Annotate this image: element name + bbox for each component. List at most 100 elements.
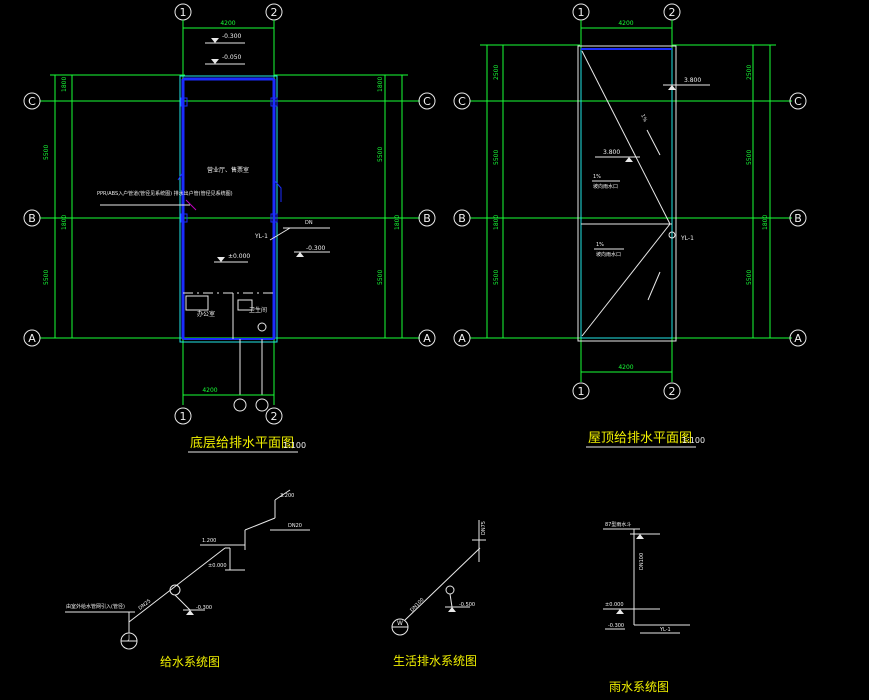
drain-bubble-label: W [397, 620, 403, 627]
dim-left-1: 1800 [61, 77, 68, 92]
axis-bubble-1-bottom [174, 407, 192, 425]
rain-tag: YL-1 [659, 627, 671, 633]
room-upper: 营业厅、售票室 [207, 166, 249, 174]
axis-bubble-A-left [23, 329, 41, 347]
axis-bubble-C-right [418, 92, 436, 110]
axis-label-B-left: B [28, 212, 36, 225]
supply-dn-2: DN20 [288, 523, 302, 529]
drain-elev-triangle [448, 607, 456, 612]
roof-ridge-1 [581, 50, 671, 225]
roof-outline [577, 45, 677, 342]
dim-left-4: 5500 [43, 270, 50, 285]
outlet-elev: -0.300 [306, 245, 326, 252]
ground-plan-title: 底层给排水平面图 [190, 435, 294, 451]
roof-dim-left-3: 1800 [493, 215, 500, 230]
rain-dn: DN100 [639, 553, 645, 570]
supply-elev-4: 3.200 [280, 493, 294, 499]
axis-bubble-B-left [23, 209, 41, 227]
supply-system-diagram: J 由室外给水管网引入(管径) DN25 -0.300 ±0.000 1.200… [65, 489, 310, 669]
supply-branch [174, 594, 191, 611]
elev-triangle-1 [211, 38, 219, 43]
rain-top-label: 87型雨水斗 [605, 521, 631, 528]
roof-dim-top: 4200 [618, 20, 633, 27]
floor-elev: ±0.000 [228, 253, 250, 260]
pipe-bubble-W [255, 398, 269, 412]
roof-plan-scale: 1:100 [682, 436, 705, 445]
rain-title: 雨水系统图 [609, 680, 669, 694]
roof-elev: 3.800 [684, 77, 701, 84]
column-B1 [180, 213, 188, 223]
roof-axis-bubble-1-bottom [572, 382, 590, 400]
roof-axis-bubble-B-left [453, 209, 471, 227]
ground-plan-scale: 1:100 [283, 441, 306, 450]
roof-dim-left-1: 2500 [493, 65, 500, 80]
drain-main-diag [404, 547, 481, 621]
roof-axis-label-B-left: B [458, 212, 466, 225]
drain-title: 生活排水系统图 [393, 654, 477, 668]
floor-elev-triangle [217, 257, 225, 262]
riser-tag: YL-1 [254, 233, 268, 240]
supply-elev-2: ±0.000 [208, 563, 227, 569]
axis-label-2-top: 2 [271, 6, 278, 19]
axis-label-B-right: B [423, 212, 431, 225]
roof-slope-1: 1% [593, 174, 601, 180]
roof-axis-label-1-bottom: 1 [578, 385, 585, 398]
roof-dim-right-2: 5500 [746, 150, 753, 165]
roof-axis-bubble-C-right [789, 92, 807, 110]
dim-bottom: 4200 [202, 387, 217, 394]
roof-plan-title: 屋顶给排水平面图 [588, 431, 692, 446]
roof-dim-left-2: 5500 [493, 150, 500, 165]
roof-dim-bottom: 4200 [618, 364, 633, 371]
roof-axis-bubble-C-left [453, 92, 471, 110]
pipe-tag: DN [305, 220, 313, 226]
door-left [177, 170, 184, 200]
drain-dn-1: DN100 [409, 597, 425, 613]
drain-vent-label: DN75 [481, 521, 487, 535]
roof-axis-bubble-B-right [789, 209, 807, 227]
supply-elev-triangle-1 [186, 610, 194, 615]
roof-mid-elev: 3.800 [603, 149, 620, 156]
supply-entry-label: 由室外给水管网引入(管径) [66, 603, 125, 610]
roof-axis-label-C-right: C [794, 95, 802, 108]
roof-dim-right-3: 1800 [762, 215, 769, 230]
roof-slope-2: 1% [596, 242, 604, 248]
supply-top-diag [274, 489, 291, 501]
fixture-sink [185, 295, 209, 311]
dim-right-2: 5500 [377, 147, 384, 162]
axis-label-1-bottom: 1 [180, 410, 187, 423]
note-left: PPR/ABS入户管道(管径见系统图) 排水出户管(管径见系统图) [97, 190, 233, 197]
roof-axis-label-1-top: 1 [578, 6, 585, 19]
roof-parapet [580, 48, 673, 339]
roof-dim-right-4: 5500 [746, 270, 753, 285]
outlet-elev-triangle [296, 252, 304, 257]
axis-label-C-right: C [423, 95, 431, 108]
roof-axis-label-2-bottom: 2 [669, 385, 676, 398]
roof-axis-label-B-right: B [794, 212, 802, 225]
roof-slope-3: 1% [639, 113, 648, 123]
rain-elev-2: -0.300 [608, 623, 624, 629]
pipe-bubble-J [233, 398, 247, 412]
ground-floor-plan: 1 2 4200 -0.300 -0.050 C B A C B A [23, 3, 436, 453]
dim-right-4: 5500 [377, 270, 384, 285]
dim-left-3: 1800 [61, 215, 68, 230]
roof-axis-label-A-left: A [458, 332, 466, 345]
dim-right-1: 1800 [377, 77, 384, 92]
roof-axis-label-C-left: C [458, 95, 466, 108]
door-right [273, 179, 282, 202]
roof-riser-tag: YL-1 [680, 235, 694, 242]
axis-bubble-2-bottom [265, 407, 283, 425]
room-lower-right: 卫生间 [249, 306, 267, 314]
axis-label-A-left: A [28, 332, 36, 345]
axis-label-C-left: C [28, 95, 36, 108]
roof-plan: 1 2 4200 C B A C B A 2500 5500 1800 5500… [453, 3, 807, 448]
axis-label-2-bottom: 2 [271, 410, 278, 423]
room-lower-left: 办公室 [197, 310, 215, 318]
axis-bubble-C-left [23, 92, 41, 110]
roof-mid-elev-triangle [625, 157, 633, 162]
supply-title: 给水系统图 [160, 655, 220, 669]
drain-branch [449, 593, 453, 608]
column-B2 [270, 213, 278, 223]
roof-dim-left-4: 5500 [493, 270, 500, 285]
